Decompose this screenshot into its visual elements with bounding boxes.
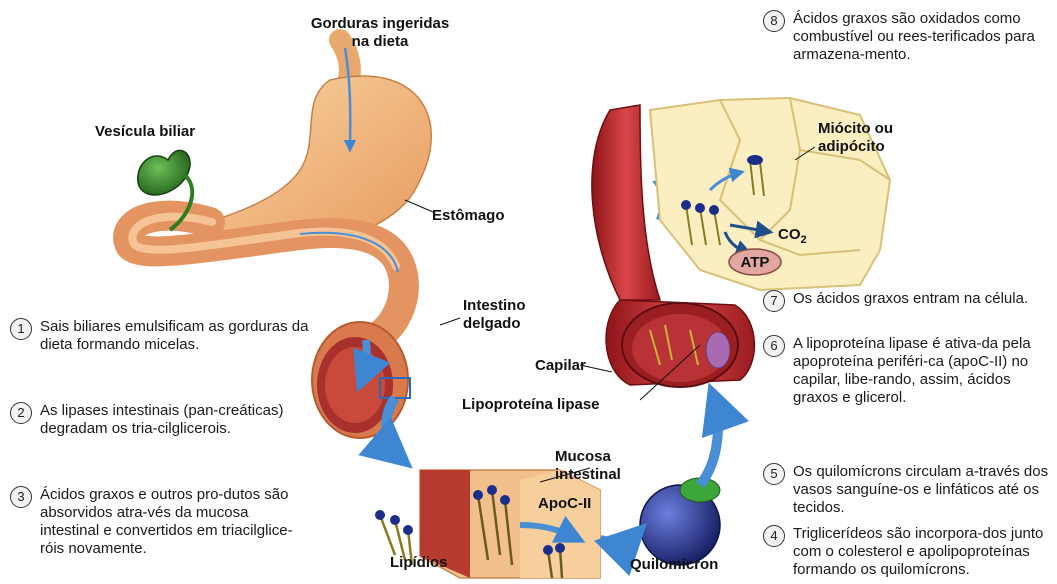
- label-co2: CO2: [778, 226, 807, 246]
- step-text: Ácidos graxos e outros pro-dutos são abs…: [40, 486, 310, 558]
- step-text: Ácidos graxos são oxidados como combustí…: [793, 10, 1051, 64]
- step-4: 4 Triglicerídeos são incorpora-dos junto…: [763, 525, 1051, 579]
- step-2: 2 As lipases intestinais (pan-creáticas)…: [10, 402, 310, 438]
- label-apoc: ApoC-II: [538, 495, 591, 512]
- step-number: 1: [10, 318, 32, 340]
- label-miocito-line1: Miócito ou: [818, 120, 893, 137]
- step-number: 5: [763, 463, 785, 485]
- label-gorduras-line2: na dieta: [352, 33, 409, 50]
- step-text: As lipases intestinais (pan-creáticas) d…: [40, 402, 310, 438]
- label-intestino-line1: Intestino: [463, 297, 526, 314]
- label-lipidios: Lipídios: [390, 554, 448, 571]
- step-5: 5 Os quilomícrons circulam a-través dos …: [763, 463, 1051, 517]
- step-text: Os quilomícrons circulam a-través dos va…: [793, 463, 1051, 517]
- step-text: Os ácidos graxos entram na célula.: [793, 290, 1028, 308]
- step-text: Sais biliares emulsificam as gorduras da…: [40, 318, 310, 354]
- label-mucosa-line1: Mucosa: [555, 448, 612, 465]
- label-quilomicron: Quilomícron: [630, 556, 718, 573]
- step-8: 8 Ácidos graxos são oxidados como combus…: [763, 10, 1051, 64]
- step-6: 6 A lipoproteína lipase é ativa-da pela …: [763, 335, 1051, 407]
- step-number: 3: [10, 486, 32, 508]
- label-gorduras-line1: Gorduras ingeridas: [311, 15, 449, 32]
- label-atp: ATP: [741, 254, 770, 271]
- step-3: 3 Ácidos graxos e outros pro-dutos são a…: [10, 486, 310, 558]
- step-number: 4: [763, 525, 785, 547]
- step-number: 8: [763, 10, 785, 32]
- step-7: 7 Os ácidos graxos entram na célula.: [763, 290, 1051, 312]
- label-capilar: Capilar: [535, 357, 586, 374]
- step-number: 7: [763, 290, 785, 312]
- step-number: 6: [763, 335, 785, 357]
- step-number: 2: [10, 402, 32, 424]
- label-estomago: Estômago: [432, 207, 505, 224]
- label-miocito-line2: adipócito: [818, 138, 885, 155]
- step-text: A lipoproteína lipase é ativa-da pela ap…: [793, 335, 1051, 407]
- label-lipoproteina-lipase: Lipoproteína lipase: [462, 396, 600, 413]
- step-1: 1 Sais biliares emulsificam as gorduras …: [10, 318, 310, 354]
- label-vesicula: Vesícula biliar: [95, 123, 195, 140]
- label-intestino-line2: delgado: [463, 315, 521, 332]
- step-text: Triglicerídeos são incorpora-dos junto c…: [793, 525, 1051, 579]
